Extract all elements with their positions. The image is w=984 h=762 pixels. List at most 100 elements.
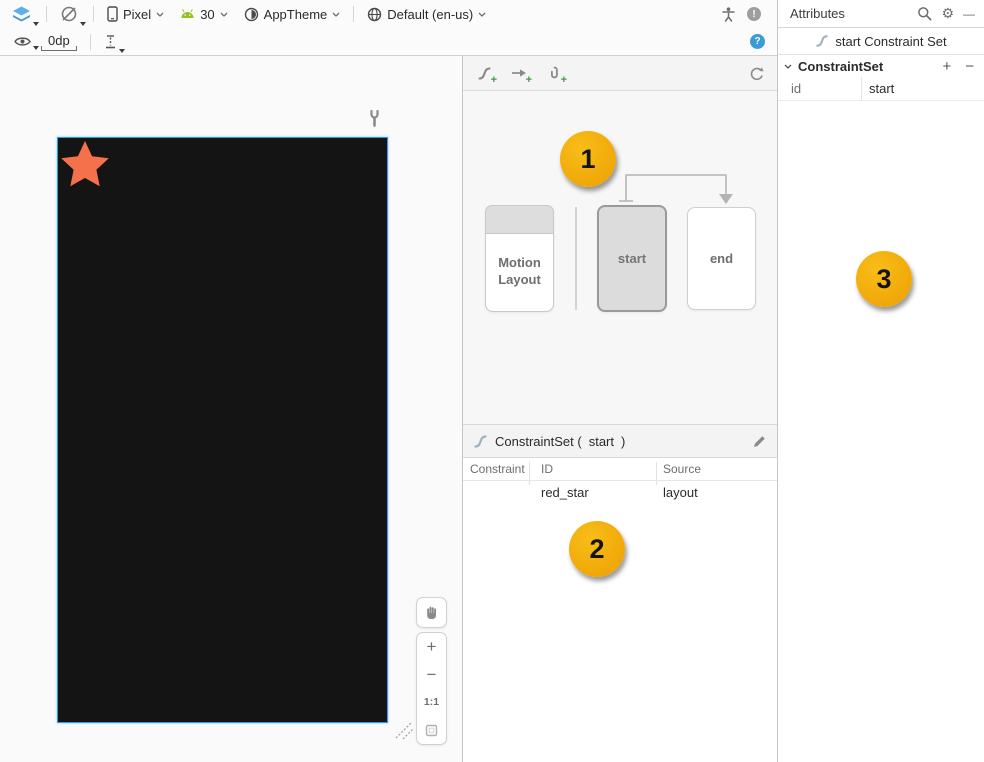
tutorial-badge-3: 3: [856, 251, 912, 307]
api-selector[interactable]: 30: [176, 5, 231, 24]
cell-id: red_star: [541, 485, 589, 500]
dropdown-caret: [33, 46, 39, 50]
issues-button[interactable]: !: [747, 7, 761, 21]
search-icon[interactable]: [917, 6, 932, 21]
locale-icon: [367, 7, 382, 22]
accessibility-button[interactable]: [722, 6, 735, 22]
property-name: id: [791, 81, 802, 96]
zoom-in-button[interactable]: +: [426, 636, 437, 656]
section-title: ConstraintSet: [798, 58, 884, 74]
chevron-down-icon: [332, 12, 340, 17]
badge-number: 2: [589, 533, 605, 564]
theme-label: AppTheme: [263, 6, 328, 22]
selected-component-label: start Constraint Set: [835, 33, 947, 49]
inference-button[interactable]: [100, 32, 125, 53]
constraintset-section-header[interactable]: ConstraintSet + −: [778, 55, 984, 77]
locale-selector[interactable]: Default (en-us): [363, 5, 490, 24]
attributes-header: Attributes ⚙ —: [778, 0, 984, 28]
device-screen[interactable]: [57, 137, 388, 723]
help-button[interactable]: ?: [750, 34, 765, 49]
gear-icon[interactable]: ⚙: [941, 5, 954, 21]
tutorial-badge-1: 1: [560, 131, 616, 187]
dropdown-caret: [33, 21, 39, 26]
col-header-id: ID: [541, 462, 553, 476]
layers-icon: [12, 6, 31, 23]
add-transition-button[interactable]: +: [509, 63, 532, 86]
selected-component-row: start Constraint Set: [778, 28, 984, 55]
attributes-panel: Attributes ⚙ — start Constraint Set: [777, 0, 984, 762]
toolbar-divider: [89, 33, 91, 50]
col-header-source: Source: [663, 462, 702, 476]
device-selector[interactable]: Pixel: [103, 4, 168, 24]
add-property-button[interactable]: +: [942, 57, 952, 75]
property-row[interactable]: id start: [778, 77, 984, 101]
table-row[interactable]: red_star layout: [463, 481, 777, 504]
constraintset-table: Constraint ID Source red_star layout 2: [463, 458, 777, 762]
end-constraintset-card[interactable]: end: [687, 207, 756, 310]
start-card-label: start: [617, 251, 647, 266]
fit-icon: [425, 724, 438, 737]
motion-editor-panel: + + +: [462, 56, 777, 762]
zoom-to-fit-button[interactable]: [417, 716, 446, 744]
add-constraintset-button[interactable]: +: [474, 63, 497, 86]
column-divider: [861, 77, 862, 101]
zoom-out-button[interactable]: −: [426, 664, 437, 684]
design-surface-button[interactable]: [8, 4, 39, 26]
view-options-button[interactable]: [10, 34, 39, 50]
constraintset-table-header: Constraint ID Source: [463, 458, 777, 485]
column-divider: [529, 462, 530, 485]
attributes-title: Attributes: [790, 6, 845, 21]
theme-icon: [244, 7, 259, 22]
add-click-handler-button[interactable]: +: [544, 63, 567, 86]
cell-source: layout: [663, 485, 698, 500]
start-constraintset-card[interactable]: start: [597, 205, 667, 312]
plus-icon: +: [490, 74, 497, 86]
motion-layout-card[interactable]: Motion Layout: [485, 205, 554, 312]
orientation-button[interactable]: [56, 3, 86, 26]
edit-constraintset-button[interactable]: [752, 434, 767, 449]
end-card-label: end: [709, 251, 734, 266]
zoom-controls: + − 1:1: [416, 632, 447, 745]
orientation-icon: [60, 5, 78, 23]
minimize-icon[interactable]: —: [963, 6, 975, 21]
canvas-resize-handle[interactable]: [392, 716, 414, 740]
eye-icon: [14, 36, 31, 47]
column-divider: [656, 462, 657, 485]
badge-number: 3: [876, 263, 892, 294]
transition-arrow[interactable]: [611, 167, 741, 209]
inference-icon: [104, 34, 117, 50]
wrench-icon: [368, 109, 381, 128]
motion-overview-graph: 1 Motion Layout start end: [463, 91, 777, 424]
chevron-down-icon: [220, 12, 228, 17]
canvas-toolbar: 0dp ?: [0, 28, 777, 56]
chevron-down-icon: [784, 64, 792, 69]
constraintset-panel-header: ConstraintSet ( start ): [463, 424, 777, 458]
plus-icon: +: [525, 74, 532, 86]
motion-editor-toolbar: + + +: [463, 56, 777, 91]
api-label: 30: [200, 6, 215, 22]
dropdown-caret: [80, 22, 86, 26]
property-value[interactable]: start: [869, 81, 895, 96]
chevron-down-icon: [478, 12, 486, 17]
design-toolbar: Pixel 30: [0, 0, 777, 28]
col-header-constraint: Constraint: [470, 462, 525, 476]
pan-button[interactable]: [416, 597, 447, 628]
flow-icon: [815, 34, 829, 48]
design-surface[interactable]: + − 1:1: [0, 56, 462, 762]
theme-selector[interactable]: AppTheme: [240, 5, 345, 24]
tutorial-badge-2: 2: [569, 521, 625, 577]
default-margin-value: 0dp: [48, 32, 70, 48]
red-star-view[interactable]: [60, 140, 110, 188]
device-label: Pixel: [123, 6, 152, 22]
android-icon: [180, 9, 195, 19]
device-icon: [107, 6, 118, 22]
zoom-reset-button[interactable]: 1:1: [423, 696, 440, 709]
toolbar-divider: [353, 6, 355, 22]
remove-property-button[interactable]: −: [965, 57, 974, 75]
default-margin-control[interactable]: 0dp: [41, 33, 77, 51]
toolbar-divider: [46, 6, 47, 22]
locale-label: Default (en-us): [387, 6, 474, 22]
badge-number: 1: [580, 143, 596, 174]
cycle-layout-button[interactable]: [746, 63, 766, 83]
